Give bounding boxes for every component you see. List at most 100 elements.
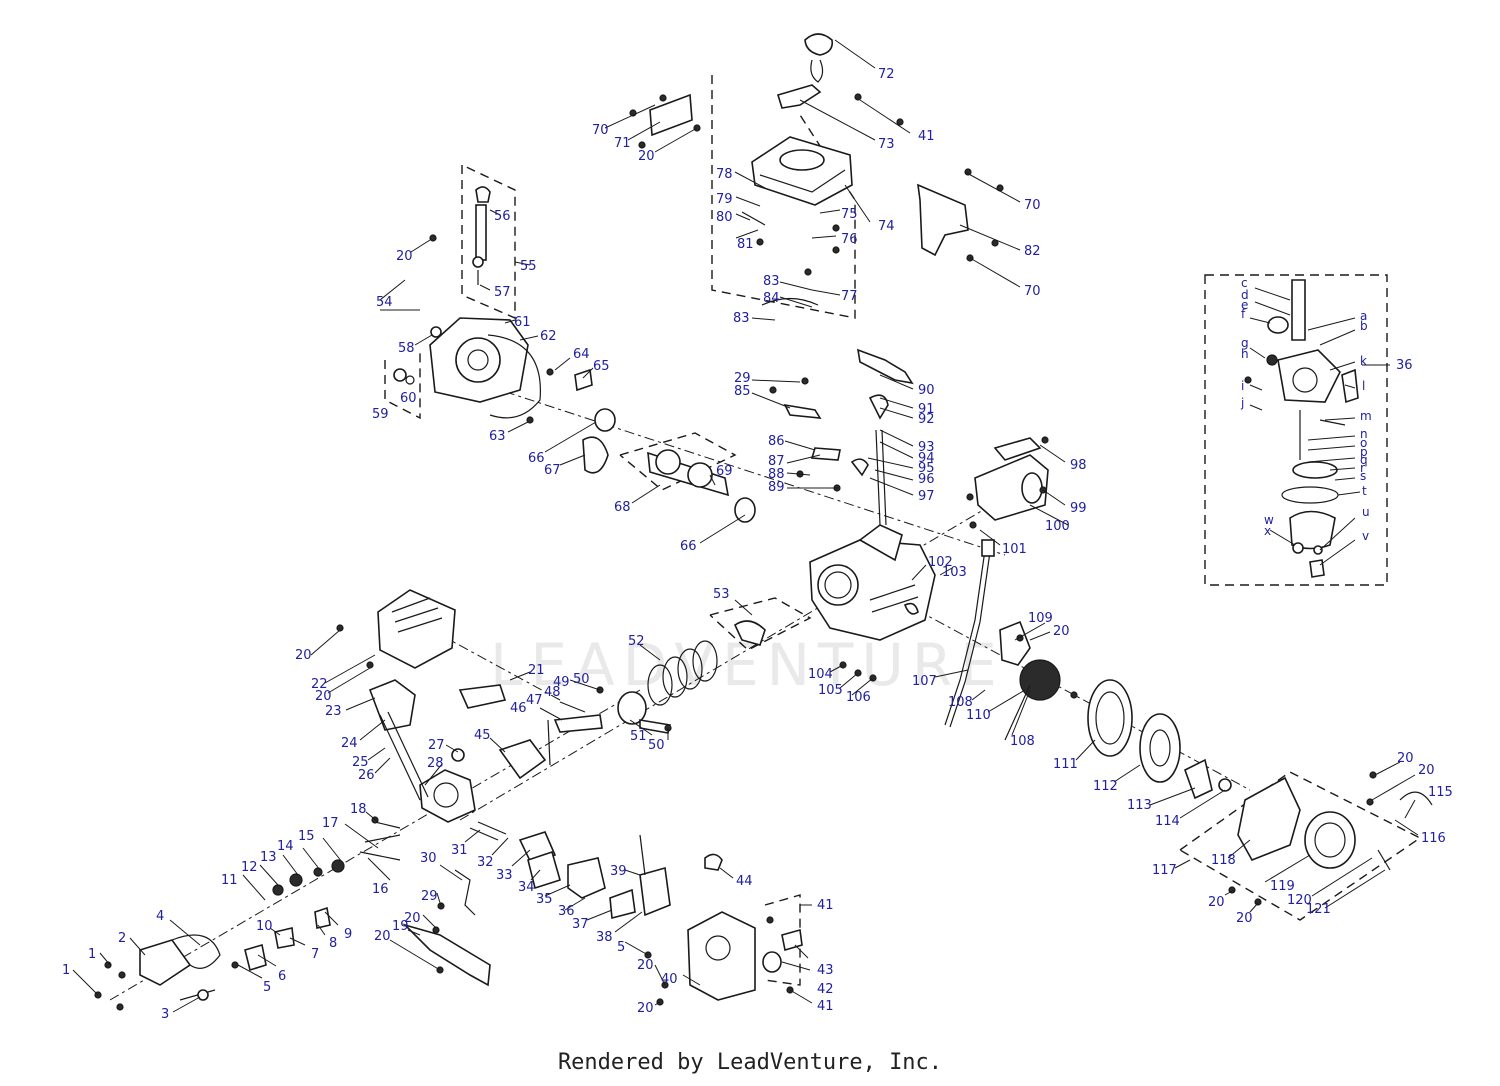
callout-36-inset: 36	[1396, 358, 1413, 373]
callout-61: 61	[514, 315, 531, 330]
callout-53: 53	[713, 587, 730, 602]
callout-52: 52	[628, 634, 645, 649]
callout-34: 34	[518, 880, 535, 895]
fuel-tank	[751, 136, 853, 206]
callout-62: 62	[540, 329, 557, 344]
callout-70-top: 70	[592, 123, 609, 138]
callout-71: 71	[614, 136, 631, 151]
letter-v: v	[1362, 529, 1369, 543]
letter-x: x	[1264, 524, 1271, 538]
callout-99: 99	[1070, 501, 1087, 516]
callout-20-muffler-a: 20	[637, 958, 654, 973]
letter-n: n	[1360, 427, 1368, 441]
callout-78: 78	[716, 167, 733, 182]
callout-17: 17	[322, 816, 339, 831]
callout-45: 45	[474, 728, 491, 743]
heat-shield-71	[649, 93, 693, 137]
callout-111: 111	[1053, 757, 1078, 772]
callout-5-right: 5	[617, 940, 625, 955]
cylinder-head-group	[368, 589, 551, 823]
callout-20-panel: 20	[404, 911, 421, 926]
callout-20-cover: 20	[295, 648, 312, 663]
carburetor-intake-group	[402, 831, 671, 987]
crankshaft-group	[574, 368, 756, 523]
callout-97: 97	[918, 489, 935, 504]
valve-cover-22	[377, 589, 456, 669]
tank-bracket-82	[917, 183, 969, 257]
callout-57: 57	[494, 285, 511, 300]
callout-13: 13	[260, 850, 277, 865]
callout-18: 18	[350, 802, 367, 817]
callout-1-upper: 1	[88, 947, 96, 962]
callout-20-coil: 20	[1053, 624, 1070, 639]
callout-70-right: 70	[1024, 198, 1041, 213]
callout-64: 64	[573, 347, 590, 362]
callout-44: 44	[736, 874, 753, 889]
callout-67: 67	[544, 463, 561, 478]
callout-27: 27	[428, 738, 445, 753]
callout-21: 21	[528, 663, 545, 678]
control-panel-19	[402, 923, 491, 987]
blower-housing-118	[1237, 776, 1301, 862]
letter-q: q	[1360, 453, 1368, 467]
callout-63: 63	[489, 429, 506, 444]
callout-29-lower: 29	[421, 889, 438, 904]
callout-20-housing-d: 20	[1236, 911, 1253, 926]
dipstick-cap	[475, 186, 491, 203]
callout-76: 76	[841, 232, 858, 247]
flywheel-recoil-group	[999, 620, 1433, 871]
callout-77: 77	[841, 289, 858, 304]
callout-90: 90	[918, 383, 935, 398]
callout-41-low: 41	[817, 999, 834, 1014]
letter-b: b	[1360, 319, 1368, 333]
callout-108-upper: 108	[948, 695, 973, 710]
starter-cup-113	[1184, 758, 1213, 800]
callout-86: 86	[768, 434, 785, 449]
callout-106: 106	[846, 690, 871, 705]
piston-group	[553, 620, 766, 734]
callout-98: 98	[1070, 458, 1087, 473]
muffler-40	[687, 911, 756, 1001]
callout-85: 85	[734, 384, 751, 399]
rocker-cover-2	[139, 939, 192, 986]
callout-41-top: 41	[918, 129, 935, 144]
callout-89: 89	[768, 480, 785, 495]
flywheel-111	[1087, 679, 1133, 757]
governor-linkage	[783, 348, 914, 526]
letter-i: i	[1241, 379, 1244, 393]
letter-f: f	[1241, 307, 1246, 321]
callout-22: 22	[311, 677, 328, 692]
callout-15: 15	[298, 829, 315, 844]
callout-39: 39	[610, 864, 627, 879]
callout-58: 58	[398, 341, 415, 356]
callout-19: 19	[392, 919, 409, 934]
footer-credit: Rendered by LeadVenture, Inc.	[557, 1050, 943, 1075]
callout-1-lower: 1	[62, 963, 70, 978]
letter-o: o	[1360, 436, 1367, 450]
callout-26: 26	[358, 768, 375, 783]
callout-43: 43	[817, 963, 834, 978]
callout-29-top: 29	[734, 371, 751, 386]
callout-69: 69	[716, 464, 733, 479]
muffler-group	[687, 853, 803, 1001]
callout-68: 68	[614, 500, 631, 515]
callout-72: 72	[878, 67, 895, 82]
letter-w: w	[1264, 513, 1274, 527]
callout-35: 35	[536, 892, 553, 907]
callout-47: 47	[526, 693, 543, 708]
callout-59: 59	[372, 407, 389, 422]
watermark-text: LEADVENTURE	[490, 631, 1005, 699]
fuel-cap	[804, 33, 834, 56]
letter-g: g	[1241, 336, 1249, 350]
callout-48: 48	[544, 685, 561, 700]
callout-10: 10	[256, 919, 273, 934]
callout-20-tank: 20	[638, 149, 655, 164]
callout-65: 65	[593, 359, 610, 374]
callout-60: 60	[400, 391, 417, 406]
callout-118: 118	[1211, 853, 1236, 868]
callout-114: 114	[1155, 814, 1180, 829]
callout-labels: 72 73 41 70 71 20 70 82 70 74 78 79 80 8…	[62, 67, 1453, 1022]
callout-95: 95	[918, 461, 935, 476]
callout-109: 109	[1028, 611, 1053, 626]
dipstick-tube	[944, 539, 995, 728]
